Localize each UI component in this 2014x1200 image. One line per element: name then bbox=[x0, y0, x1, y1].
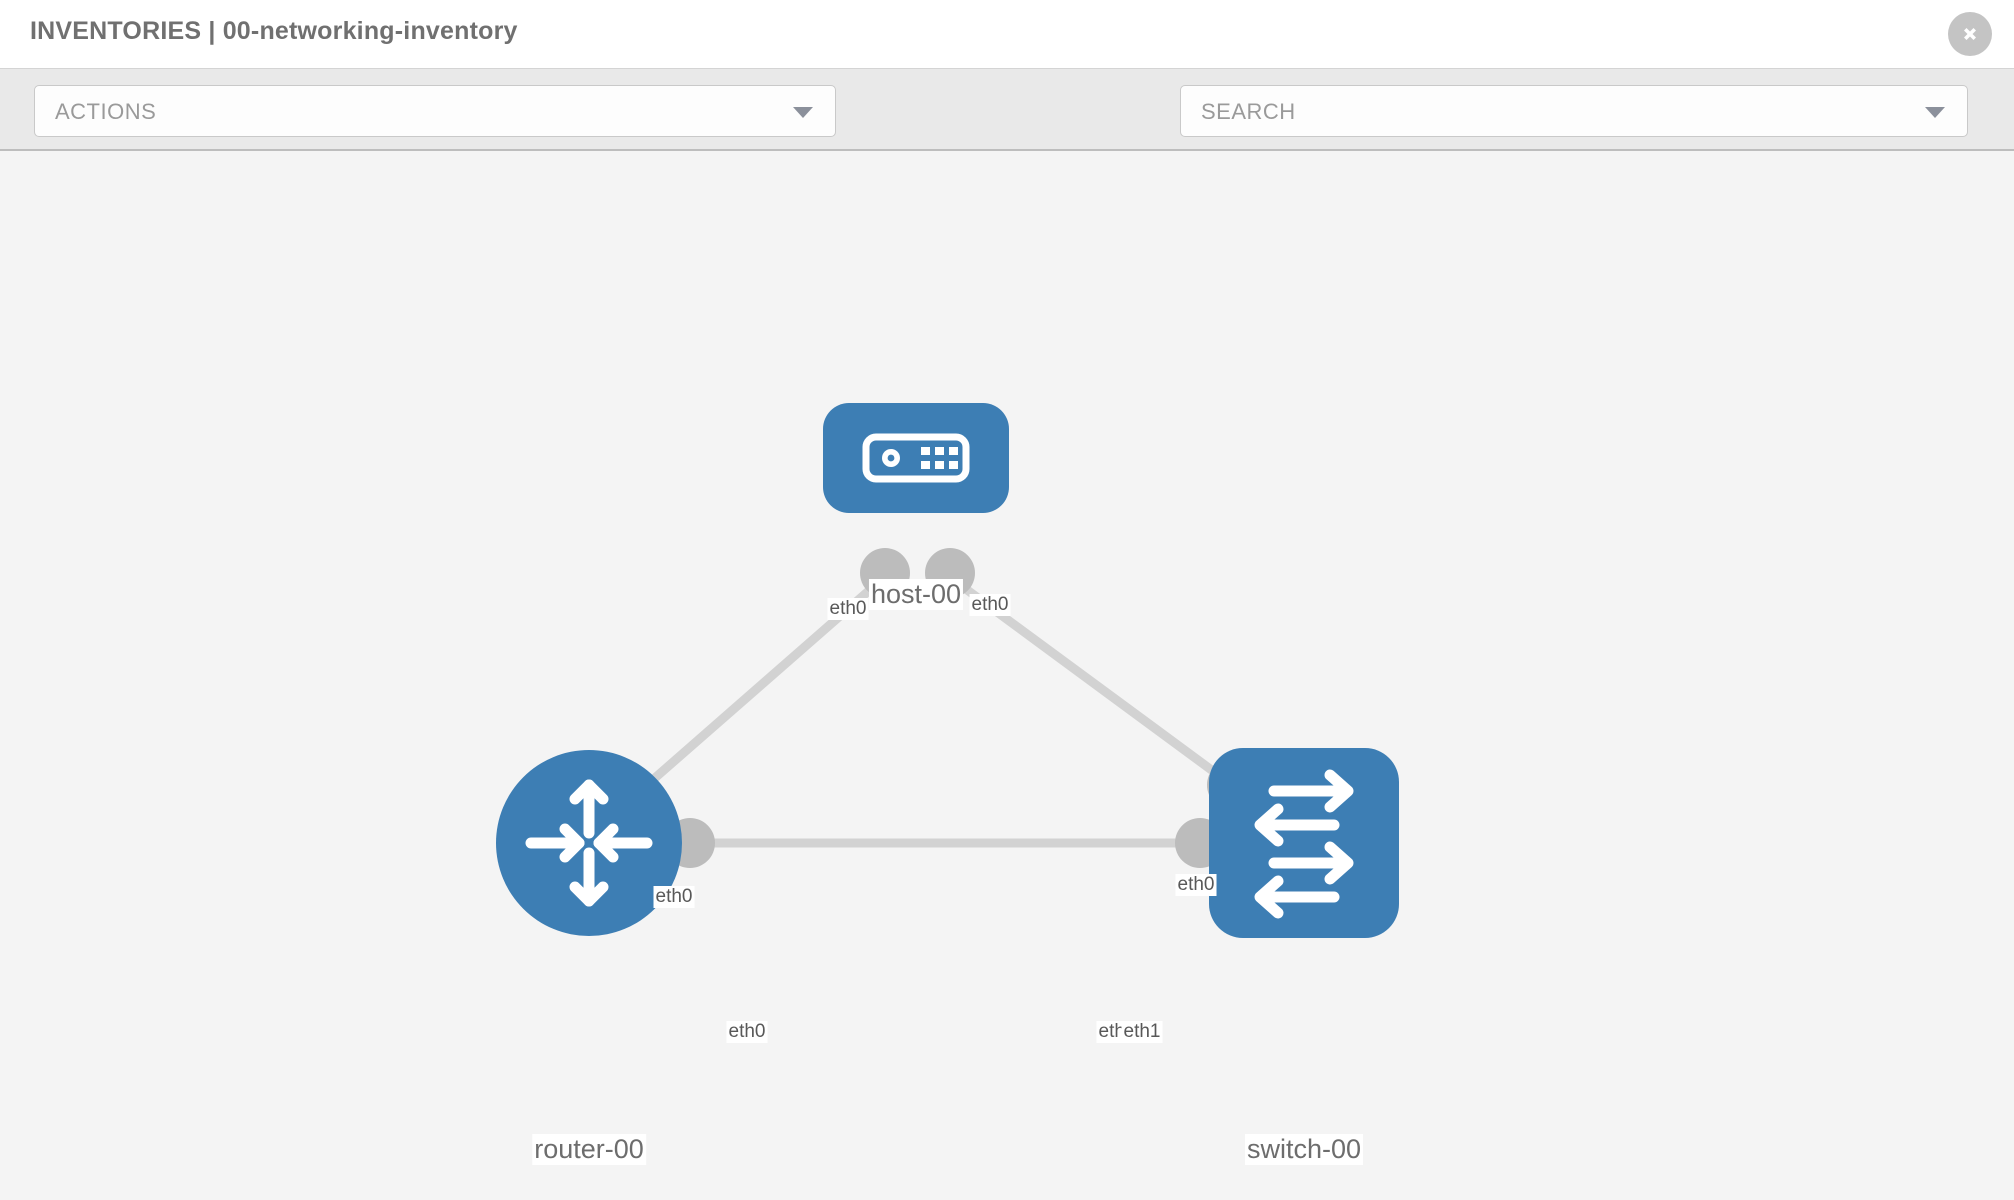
router-icon bbox=[525, 779, 653, 907]
close-icon[interactable] bbox=[1948, 12, 1992, 56]
search-placeholder: SEARCH bbox=[1201, 99, 1296, 124]
topology-graph bbox=[496, 403, 1399, 938]
node-router-00 bbox=[496, 750, 682, 936]
interface-label: eth1 bbox=[1121, 1021, 1163, 1043]
chevron-down-icon[interactable] bbox=[1925, 107, 1945, 118]
search-input[interactable]: SEARCH bbox=[1180, 85, 1968, 137]
node-label-host-00: host-00 bbox=[868, 579, 964, 610]
interface-label: eth0 bbox=[1175, 874, 1217, 896]
actions-dropdown-label: ACTIONS bbox=[55, 99, 157, 124]
interface-label: eth0 bbox=[827, 598, 869, 620]
node-label-switch-00: switch-00 bbox=[1244, 1134, 1364, 1165]
chevron-down-icon bbox=[793, 107, 813, 118]
page-title: INVENTORIES | 00-networking-inventory bbox=[30, 17, 518, 45]
interface-label: eth0 bbox=[969, 594, 1011, 616]
node-host-00 bbox=[823, 403, 1009, 513]
topology-canvas[interactable]: eth0 eth0 eth0 eth0 eth0 eth0 eth1 host-… bbox=[0, 151, 2014, 1200]
node-label-router-00: router-00 bbox=[532, 1134, 646, 1165]
actions-dropdown[interactable]: ACTIONS bbox=[34, 85, 836, 137]
toolbar: ACTIONS SEARCH bbox=[0, 68, 2014, 201]
switch-icon bbox=[1254, 769, 1354, 919]
topology-links bbox=[637, 577, 1243, 848]
node-switch-00 bbox=[1209, 748, 1399, 938]
link-host00-switch00 bbox=[952, 577, 1243, 795]
interface-label: eth0 bbox=[653, 886, 695, 908]
page-header: INVENTORIES | 00-networking-inventory bbox=[0, 0, 2014, 68]
server-icon bbox=[862, 433, 970, 483]
interface-label: eth0 bbox=[726, 1021, 768, 1043]
